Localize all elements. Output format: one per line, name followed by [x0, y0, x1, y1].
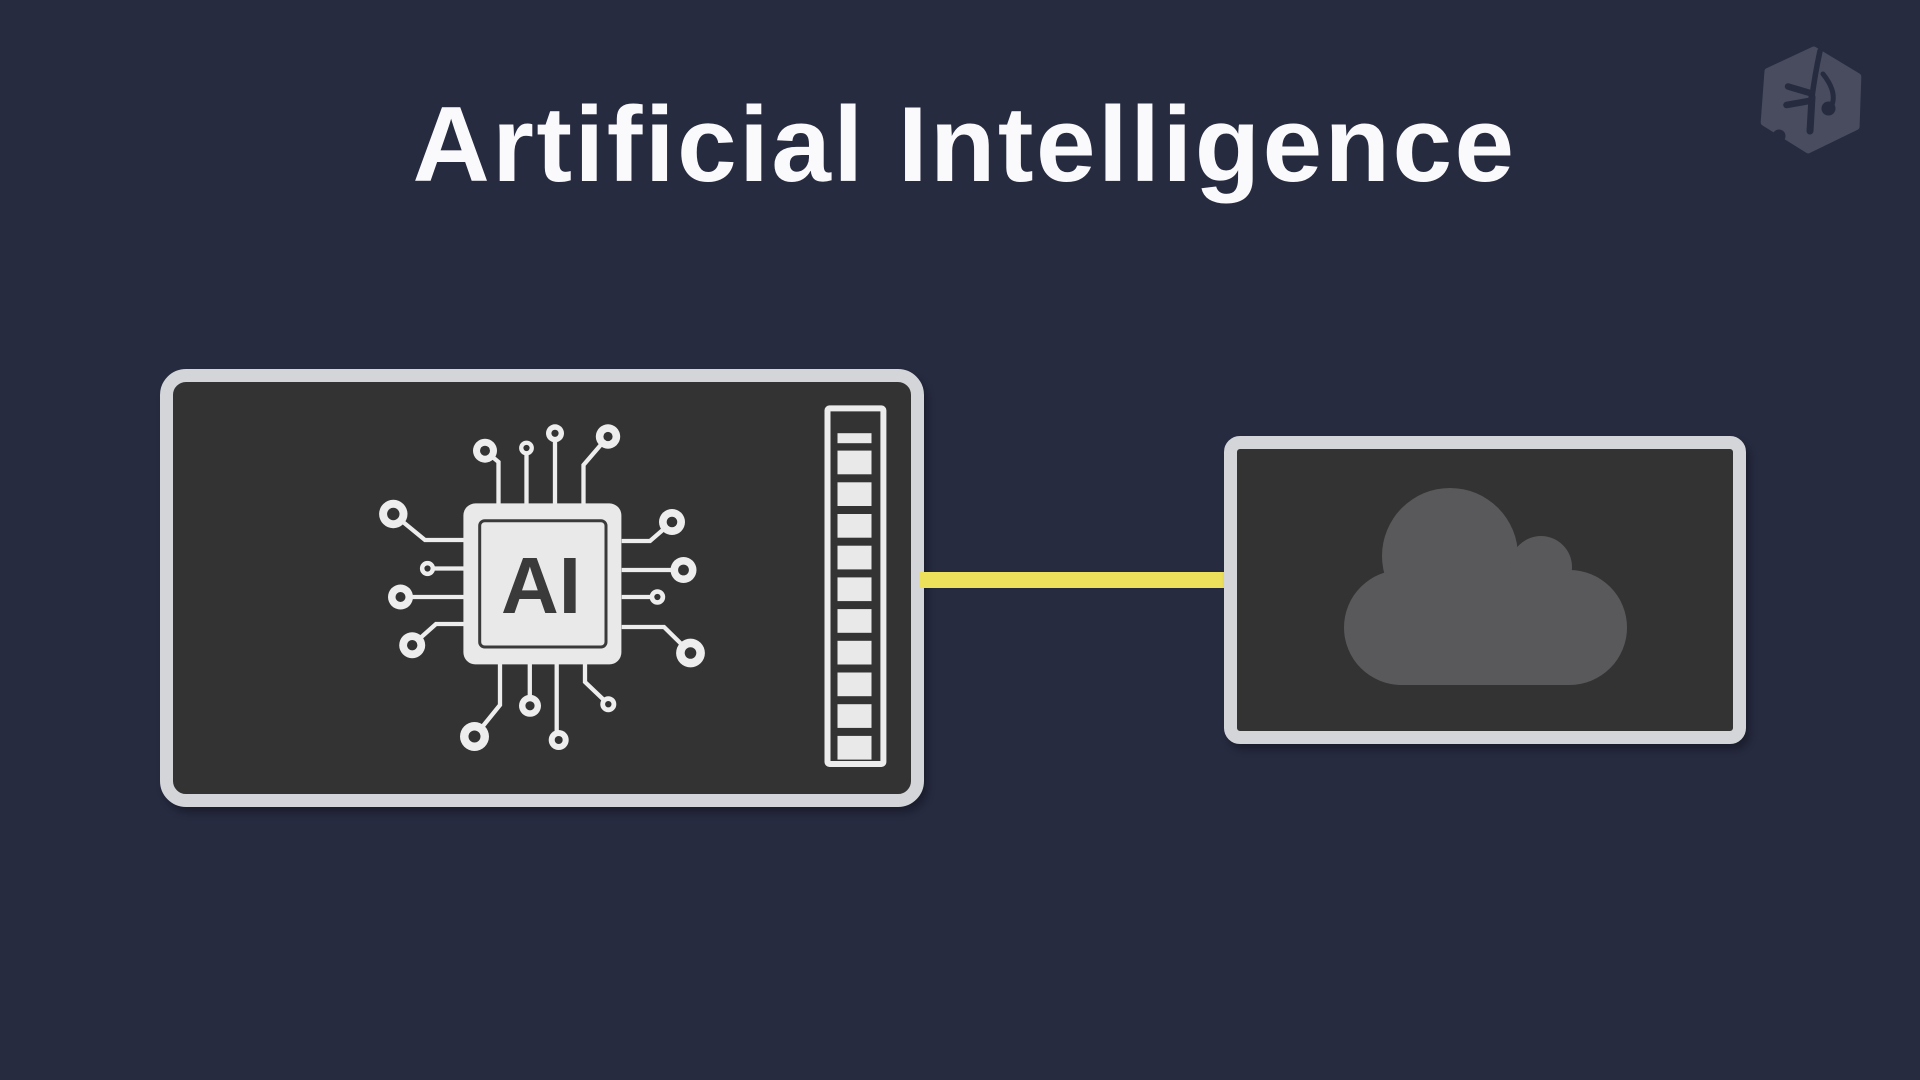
svg-text:AI: AI: [501, 541, 581, 630]
